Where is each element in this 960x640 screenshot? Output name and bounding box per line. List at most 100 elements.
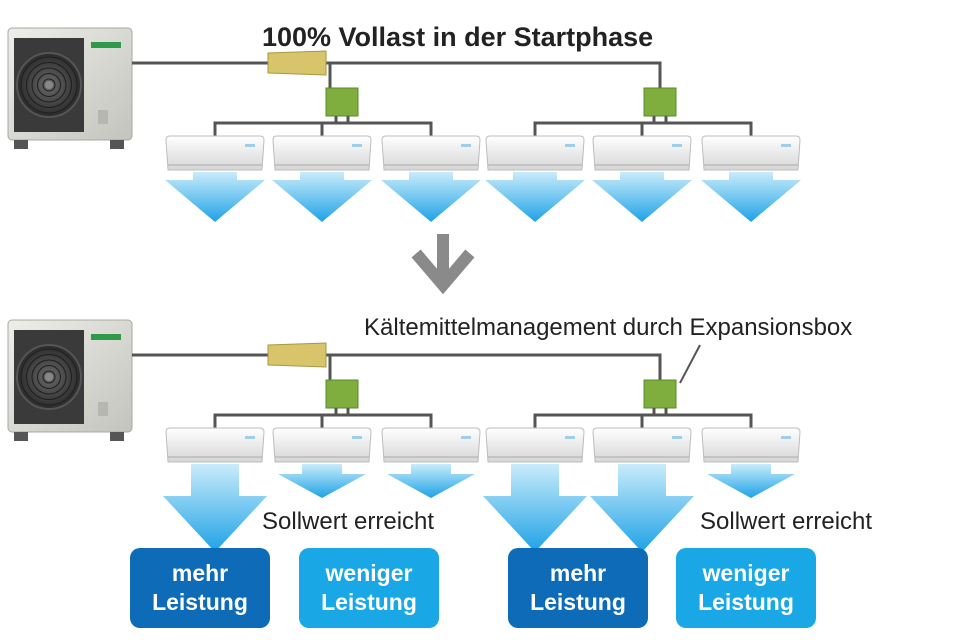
indoor-unit-body (485, 427, 585, 463)
more-power-box-2: mehr Leistung (508, 548, 648, 628)
indoor-unit-icon (381, 427, 481, 463)
fan-hub (45, 81, 53, 89)
indoor-unit-body (165, 427, 265, 463)
airflow-arrow-icon (165, 172, 265, 222)
outdoor-unit-foot (14, 140, 28, 149)
indoor-unit-led (245, 144, 255, 147)
airflow-arrow-icon (590, 464, 694, 552)
airflow-arrow-icon (387, 464, 475, 498)
indoor-unit-led (672, 436, 682, 439)
outdoor-unit-foot (14, 432, 28, 441)
setpoint-label-left: Sollwert erreicht (262, 508, 435, 535)
service-valve-cover (98, 110, 108, 124)
fan-guard-ring (31, 359, 67, 395)
indoor-unit-led (781, 436, 791, 439)
less-power-box-1: weniger Leistung (299, 548, 439, 628)
indoor-unit-body (701, 427, 801, 463)
indoor-unit-led (672, 144, 682, 147)
indoor-unit-led (461, 436, 471, 439)
indoor-unit-led (461, 144, 471, 147)
page-title: 100% Vollast in der Startphase (262, 22, 654, 52)
fan-guard-ring (37, 73, 61, 97)
expansion-pointer-line (679, 344, 701, 384)
indoor-unit-led (565, 436, 575, 439)
box-line2: Leistung (530, 589, 626, 615)
indoor-unit-body (272, 135, 372, 171)
indoor-unit-icon (165, 427, 265, 463)
box-line1: weniger (702, 560, 790, 586)
indoor-unit-body (381, 427, 481, 463)
system-regulated (7, 319, 801, 552)
box-line2: Leistung (152, 589, 248, 615)
box-line1: mehr (171, 560, 229, 586)
branch-box-icon (325, 87, 359, 117)
indoor-unit-icon (272, 427, 372, 463)
fan-guard-ring (31, 67, 67, 103)
indoor-unit-led (352, 144, 362, 147)
indoor-unit-icon (381, 135, 481, 171)
airflow-arrow-icon (381, 172, 481, 222)
branch-box-icon (325, 379, 359, 409)
down-arrow-icon (411, 234, 475, 295)
refrigerant-main-line (132, 353, 662, 380)
indoor-unit-body (485, 135, 585, 171)
indoor-unit-icon (592, 427, 692, 463)
refrigerant-main-line (132, 61, 662, 88)
expansion-box-label: Kältemittelmanagement durch Expansionsbo… (364, 314, 853, 341)
fan-guard-ring (42, 370, 56, 384)
airflow-arrow-icon (592, 172, 692, 222)
box-line2: Leistung (321, 589, 417, 615)
indoor-unit-body (592, 135, 692, 171)
fan-guard-ring (37, 365, 61, 389)
indoor-unit-body (272, 427, 372, 463)
indoor-unit-led (352, 436, 362, 439)
indoor-unit-body (592, 427, 692, 463)
fan-guard-ring (20, 348, 78, 406)
airflow-arrow-icon (278, 464, 366, 498)
fan-guard-ring (26, 62, 72, 108)
indoor-unit-body (165, 135, 265, 171)
indoor-unit-led (245, 436, 255, 439)
indoor-unit-led (781, 144, 791, 147)
airflow-arrow-icon (272, 172, 372, 222)
indoor-unit-body (701, 135, 801, 171)
indoor-unit-icon (485, 427, 585, 463)
indoor-unit-icon (701, 427, 801, 463)
fan-guard-ring (26, 354, 72, 400)
airflow-arrow-icon (485, 172, 585, 222)
fan-guard-ring (20, 56, 78, 114)
more-power-box-1: mehr Leistung (130, 548, 270, 628)
outdoor-unit-foot (110, 140, 124, 149)
airflow-arrow-icon (163, 464, 267, 552)
box-line2: Leistung (698, 589, 794, 615)
airflow-arrow-icon (483, 464, 587, 552)
branch-box-icon (643, 87, 677, 117)
indoor-unit-icon (592, 135, 692, 171)
airflow-arrow-icon (707, 464, 795, 498)
box-line1: weniger (325, 560, 413, 586)
system-startphase (7, 27, 801, 222)
less-power-box-2: weniger Leistung (676, 548, 816, 628)
indoor-unit-icon (272, 135, 372, 171)
outdoor-unit-icon (7, 27, 133, 149)
branch-box-icon (643, 379, 677, 409)
expansion-valve-icon (267, 342, 327, 368)
fan-hub (45, 373, 53, 381)
setpoint-label-right: Sollwert erreicht (700, 508, 873, 535)
service-valve-cover (98, 402, 108, 416)
expansion-valve-icon (267, 50, 327, 76)
outdoor-unit-foot (110, 432, 124, 441)
indoor-unit-icon (701, 135, 801, 171)
airflow-arrow-icon (701, 172, 801, 222)
indoor-unit-led (565, 144, 575, 147)
brand-plate (91, 42, 121, 48)
brand-plate (91, 334, 121, 340)
box-line1: mehr (549, 560, 607, 586)
outdoor-unit-icon (7, 319, 133, 441)
indoor-unit-icon (165, 135, 265, 171)
indoor-unit-body (381, 135, 481, 171)
indoor-unit-icon (485, 135, 585, 171)
fan-guard-ring (42, 78, 56, 92)
